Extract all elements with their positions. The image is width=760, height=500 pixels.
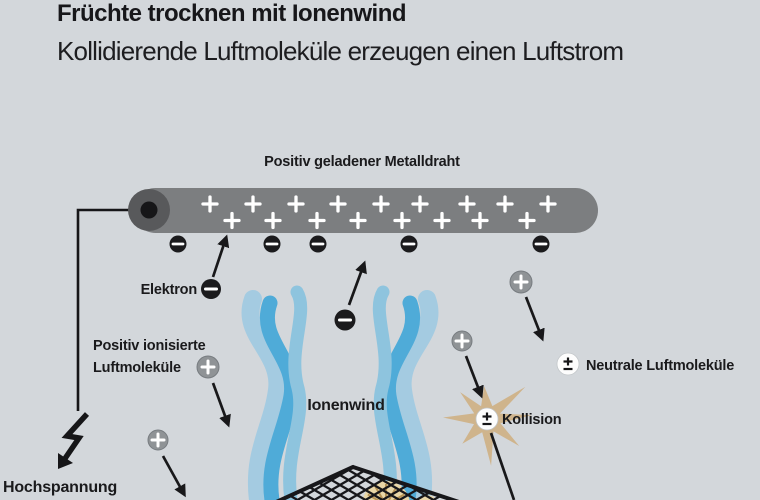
supply-wire-line [76, 208, 149, 411]
ion-wind-stream [241, 290, 287, 500]
motion-arrow [347, 260, 367, 306]
neutral-molecules-label: Neutrale Luftmoleküle [586, 358, 734, 374]
electron-row [169, 235, 550, 253]
motion-arrows [161, 234, 545, 500]
ion-wind-stream [393, 290, 439, 500]
high-voltage-label: Hochspannung [3, 479, 117, 496]
ion-wind-label: Ionenwind [307, 397, 384, 414]
ion-wind-stream [283, 285, 308, 500]
wire-label: Positiv geladener Metalldraht [264, 154, 460, 170]
motion-arrow [211, 382, 231, 428]
particles [147, 270, 580, 451]
lightning-bolt-icon [61, 412, 90, 462]
metal-wire-core [140, 201, 158, 219]
lightning-bolt-arrowhead [58, 453, 73, 469]
mesh-frame [275, 465, 460, 500]
wire-plus-charges [201, 195, 557, 230]
ion-wind-stream [380, 295, 421, 500]
positive-ions-label-line1: Positiv ionisierte [93, 338, 206, 354]
metal-wire [128, 188, 598, 233]
electron-label: Elektron [141, 282, 197, 298]
motion-arrow [211, 234, 230, 278]
motion-arrow [524, 296, 545, 342]
mesh-net [280, 467, 453, 500]
diagram-labels: Positiv geladener Metalldraht Elektron P… [3, 154, 734, 496]
motion-arrow [161, 455, 186, 498]
motion-arrow [489, 432, 516, 500]
ion-wind-stream [372, 285, 397, 500]
page-subtitle: Kollidierende Luftmoleküle erzeugen eine… [57, 36, 624, 66]
motion-arrow [464, 355, 484, 399]
page-title: Früchte trocknen mit Ionenwind [57, 0, 407, 27]
ion-wind-streams [241, 285, 439, 500]
positive-ions-label-line2: Luftmoleküle [93, 360, 181, 376]
high-voltage-circuit [58, 208, 149, 469]
drying-mesh [275, 465, 460, 500]
collision-label: Kollision [502, 412, 561, 428]
ion-wind-stream [259, 295, 300, 500]
